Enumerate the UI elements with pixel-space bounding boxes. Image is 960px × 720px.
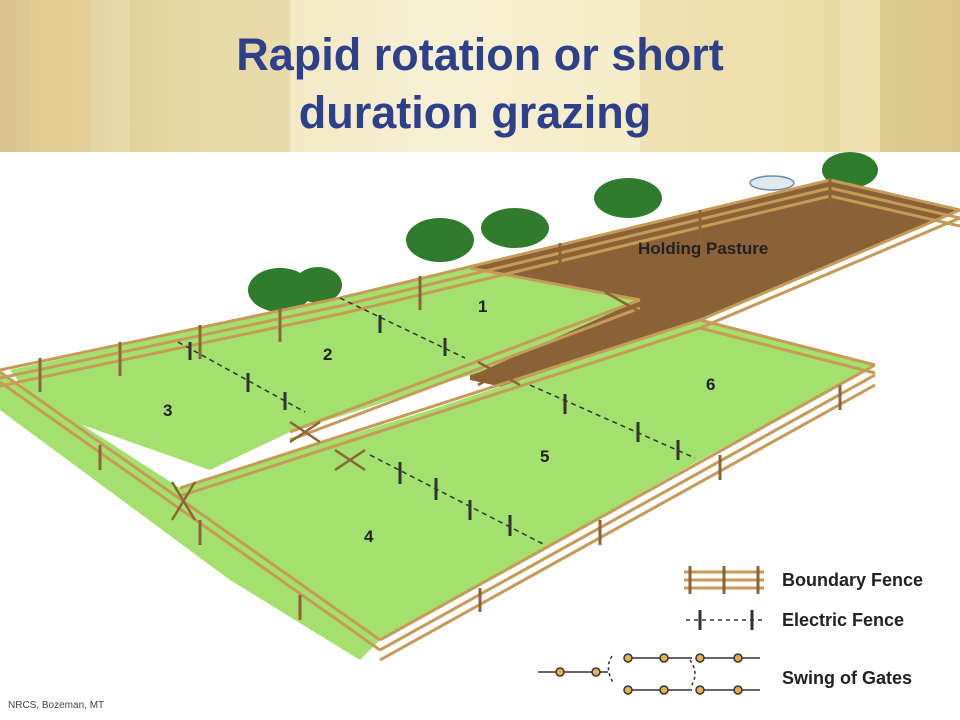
image-credit: NRCS, Bozeman, MT [8, 700, 105, 711]
holding-pasture-label: Holding Pasture [638, 239, 768, 258]
legend-electric-fence-label: Electric Fence [782, 610, 904, 630]
fence-posts [38, 178, 842, 620]
paddock-6-label: 6 [706, 375, 715, 394]
field-front [180, 320, 875, 660]
paddock-5-label: 5 [540, 447, 549, 466]
paddock-2-label: 2 [323, 345, 332, 364]
water-trough [749, 175, 795, 191]
gates [170, 290, 641, 521]
slide-title: Rapid rotation or short duration grazing [120, 26, 840, 142]
field-back [10, 268, 640, 470]
paddock-3-label: 3 [163, 401, 172, 420]
electric-fence-posts [188, 315, 680, 536]
title-banner [0, 0, 960, 152]
legend-swing-of-gates-icon [538, 653, 760, 695]
paddock-1-label: 1 [478, 297, 487, 316]
title-line-1: Rapid rotation or short [236, 29, 724, 80]
legend: Boundary Fence Electric Fence [538, 566, 923, 695]
shrubs [248, 152, 878, 312]
title-line-2: duration grazing [298, 87, 652, 138]
legend-electric-fence-icon [686, 610, 764, 630]
legend-boundary-fence-label: Boundary Fence [782, 570, 923, 590]
holding-pasture [470, 180, 960, 395]
legend-boundary-fence-icon [684, 566, 764, 594]
legend-swing-of-gates-label: Swing of Gates [782, 668, 912, 688]
paddock-4-label: 4 [364, 527, 374, 546]
boundary-fence [0, 178, 960, 662]
